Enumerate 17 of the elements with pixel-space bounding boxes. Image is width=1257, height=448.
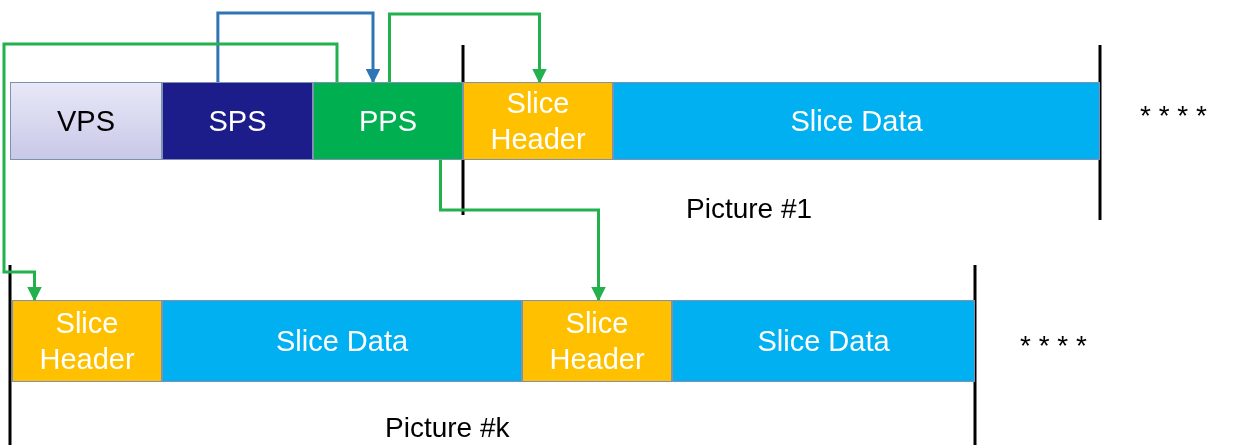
slice-data-box: Slice Data — [162, 300, 522, 382]
picture-caption: Picture #k — [385, 412, 510, 444]
slice-header-box: Slice Header — [522, 300, 672, 382]
reference-arrow — [439, 160, 606, 302]
parameter-set-box: PPS — [313, 82, 463, 160]
slice-header-box: Slice Header — [12, 300, 162, 382]
continuation-dots: * * * * — [1020, 330, 1087, 362]
parameter-set-box: SPS — [162, 82, 313, 160]
reference-arrow — [216, 11, 381, 84]
slice-header-box: Slice Header — [463, 82, 613, 160]
picture-caption: Picture #1 — [686, 193, 813, 225]
reference-arrow — [2, 42, 339, 302]
continuation-dots: * * * * — [1140, 100, 1207, 132]
parameter-set-box: VPS — [10, 82, 162, 160]
slice-data-box: Slice Data — [672, 300, 975, 382]
reference-arrow — [388, 12, 547, 84]
slice-data-box: Slice Data — [613, 82, 1100, 160]
